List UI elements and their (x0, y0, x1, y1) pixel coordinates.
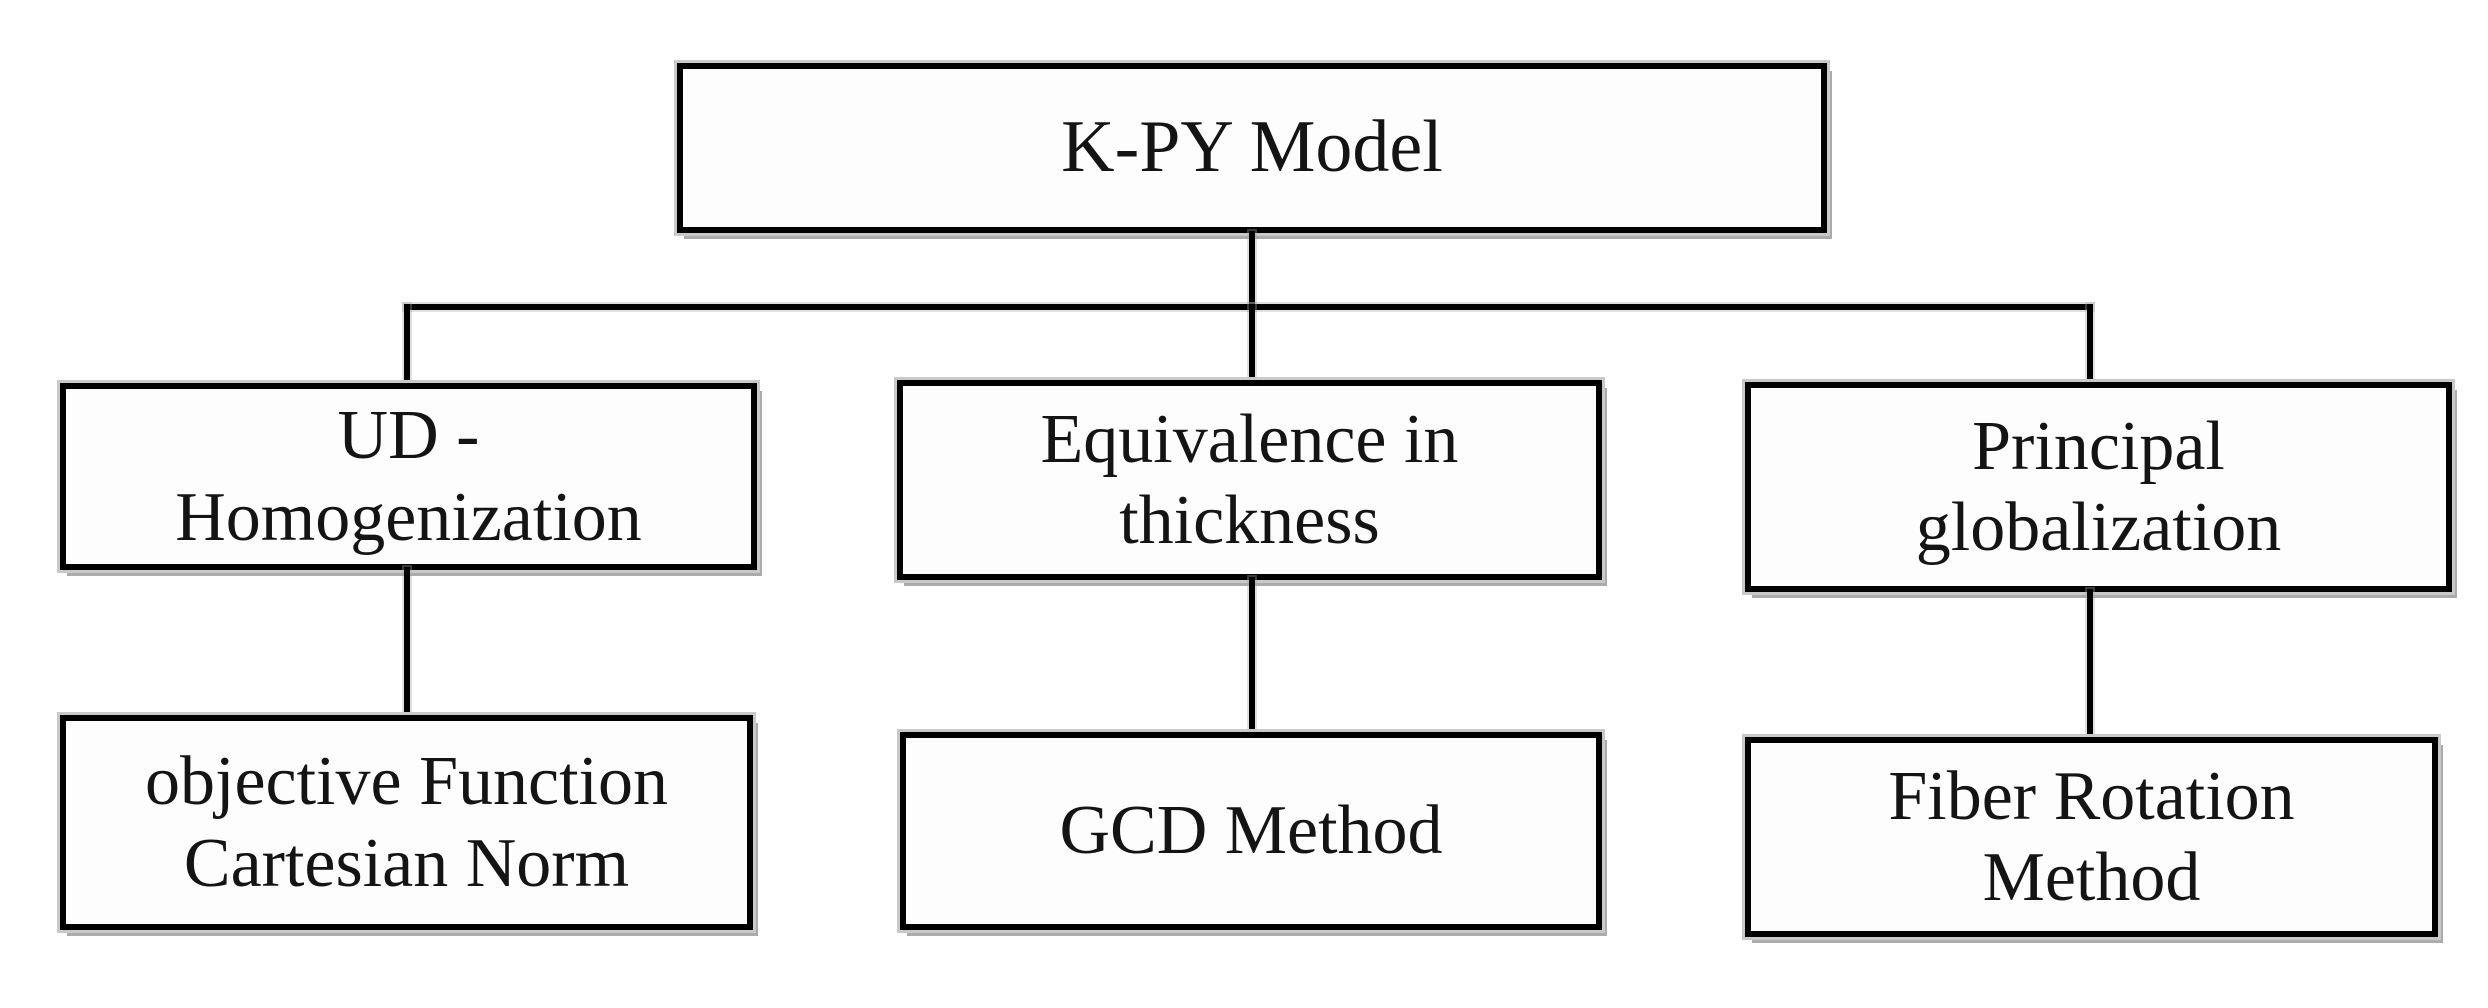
node-kpy-model-label: K-PY Model (1061, 106, 1443, 189)
node-principal-globalization: Principal globalization (1745, 382, 2452, 592)
node-fiber-rotation-method: Fiber Rotation Method (1745, 737, 2438, 937)
node-gcd-method: GCD Method (900, 732, 1602, 930)
connector-drop-principal-globalization (2087, 304, 2093, 387)
node-objective-function-cartesian-norm-label: objective Function Cartesian Norm (145, 743, 668, 902)
connector-root-stem (1249, 231, 1255, 310)
connector-ud-to-objective-function (404, 567, 410, 719)
connector-horizontal-bar (404, 304, 2093, 310)
node-ud-homogenization-label: UD - Homogenization (175, 397, 642, 556)
connector-principal-to-fiber-rotation (2087, 589, 2093, 741)
node-kpy-model: K-PY Model (677, 63, 1827, 233)
node-equivalence-in-thickness-label: Equivalence in thickness (1040, 400, 1459, 559)
connector-equivalence-to-gcd-method (1249, 577, 1255, 736)
connector-drop-ud-homogenization (404, 304, 410, 388)
node-fiber-rotation-method-label: Fiber Rotation Method (1888, 757, 2295, 916)
node-equivalence-in-thickness: Equivalence in thickness (897, 380, 1602, 580)
node-objective-function-cartesian-norm: objective Function Cartesian Norm (60, 715, 753, 930)
node-gcd-method-label: GCD Method (1059, 792, 1443, 870)
node-principal-globalization-label: Principal globalization (1915, 407, 2282, 566)
node-ud-homogenization: UD - Homogenization (60, 383, 757, 570)
connector-drop-equivalence-in-thickness (1249, 304, 1255, 385)
